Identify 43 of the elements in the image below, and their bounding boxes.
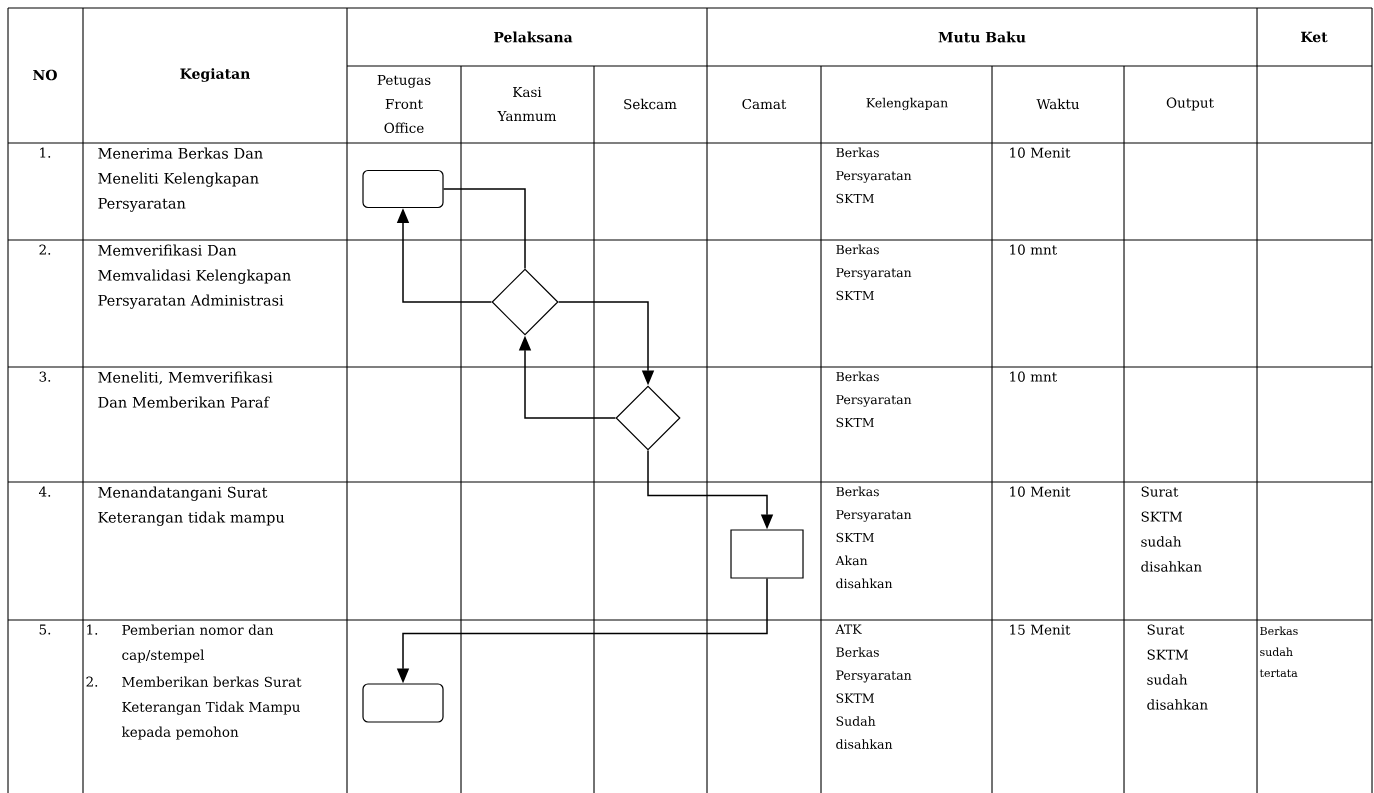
column-header: Kelengkapan: [866, 97, 948, 111]
list-number: 2.: [86, 676, 98, 687]
row-number: 2.: [39, 244, 51, 255]
decision-diamond: [615, 385, 681, 451]
column-header: Sekcam: [624, 98, 677, 110]
column-header: Pelaksana: [494, 31, 573, 43]
requirement-text: ATK Berkas Persyaratan SKTM Sudah disahkan: [835, 624, 912, 749]
requirement-text: Berkas Persyaratan SKTM: [836, 371, 912, 428]
column-header: Mutu Baku: [938, 31, 1026, 43]
requirement-text: Berkas Persyaratan SKTM Akan disahkan: [835, 486, 912, 589]
activity-text: Meneliti, Memverifikasi Dan Memberikan Paraf: [98, 371, 273, 408]
column-header: Ket: [1301, 31, 1328, 43]
activity-text: Menerima Berkas Dan Meneliti Kelengkapan Persyaratan: [98, 147, 263, 212]
column-header: Camat: [742, 98, 787, 110]
activity-text: Pemberian nomor dan cap/stempel: [122, 624, 274, 663]
requirement-text: Berkas Persyaratan SKTM: [836, 244, 912, 301]
column-header: Kasi Yanmum: [497, 86, 557, 122]
time-text: 10 Menit: [1010, 486, 1071, 497]
column-header: Petugas Front Office: [377, 75, 431, 133]
row-number: 4.: [38, 486, 51, 497]
column-header: Output: [1166, 97, 1214, 111]
activity-text: Memverifikasi Dan Memvalidasi Kelengkapan Persyaratan Administrasi: [98, 244, 291, 309]
process-box: [362, 169, 444, 209]
column-header: Waktu: [1036, 98, 1080, 110]
row-number: 5.: [39, 624, 51, 635]
time-text: 15 Menit: [1010, 624, 1071, 635]
list-number: 1.: [87, 624, 98, 635]
decision-diamond: [491, 268, 559, 336]
column-header: Kegiatan: [180, 68, 251, 82]
requirement-text: Berkas Persyaratan SKTM: [836, 147, 912, 204]
activity-text: Memberikan berkas Surat Keterangan Tidak Mampu kepada pemohon: [121, 676, 302, 740]
time-text: 10 mnt: [1010, 244, 1058, 255]
output-text: Surat SKTM sudah disahkan: [1141, 486, 1202, 572]
process-box: [730, 529, 804, 579]
row-number: 3.: [39, 371, 51, 382]
output-text: Surat SKTM sudah disahkan: [1147, 624, 1208, 710]
time-text: 10 Menit: [1010, 147, 1071, 158]
note-text: Berkas sudah tertata: [1259, 626, 1298, 678]
process-box: [362, 683, 444, 723]
time-text: 10 mnt: [1010, 371, 1058, 382]
column-header: NO: [33, 69, 57, 81]
row-number: 1.: [40, 147, 51, 158]
activity-text: Menandatangani Surat Keterangan tidak mampu: [98, 486, 285, 526]
